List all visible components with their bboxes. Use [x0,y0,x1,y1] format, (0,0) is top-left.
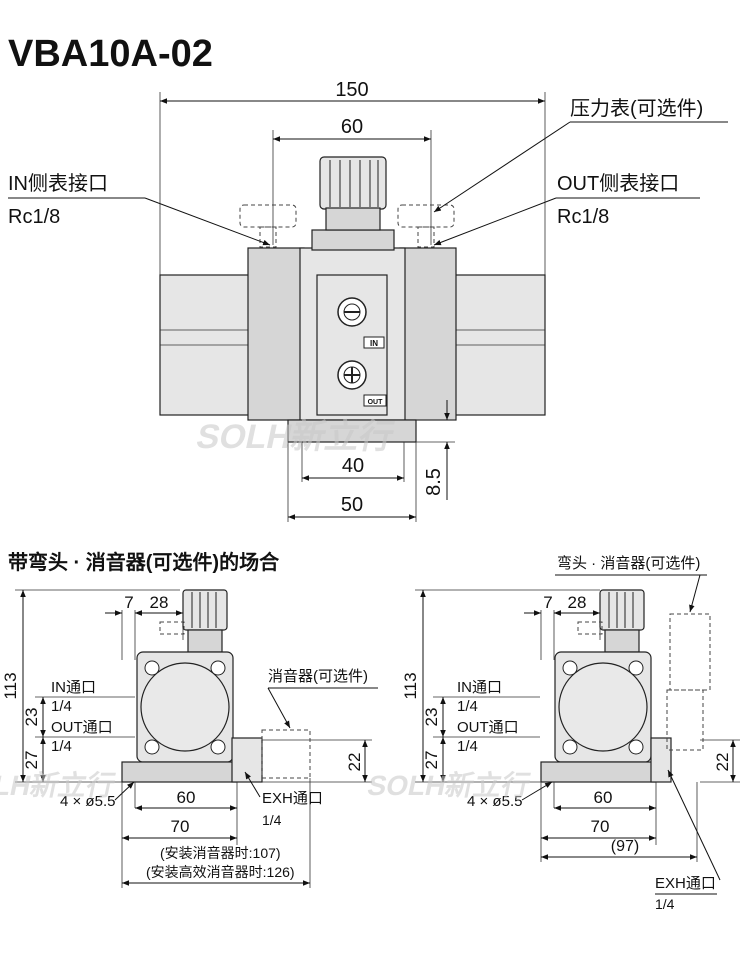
section-title: 带弯头 · 消音器(可选件)的场合 [8,550,280,574]
left-in-size: 1/4 [51,698,72,715]
in-port-label: IN侧表接口 [8,172,108,195]
right-out-size: 1/4 [457,738,478,755]
watermark-left: SOLH新立行 [0,769,118,801]
right-block [399,247,457,421]
gauge-in-dashed [239,204,297,228]
right-exh-size: 1/4 [655,896,675,912]
left-dim-60: 60 [177,788,196,807]
out-port-size: Rc1/8 [557,206,609,228]
out-port-label: OUT侧表接口 [557,172,679,195]
right-dim-97: (97) [611,838,639,855]
left-dim-7: 7 [124,593,133,612]
base-plate [287,419,417,443]
watermark-top: SOLH新立行 [193,418,397,456]
right-elbow [666,689,704,751]
right-silencer [669,613,711,691]
right-holes: 4 × ø5.5 [467,793,522,810]
left-out-size: 1/4 [51,738,72,755]
left-dim-22: 22 [345,753,364,772]
dim-8-5: 8.5 [423,468,445,496]
right-dim-70: 70 [591,817,610,836]
watermark-right: SOLH新立行 [365,769,533,801]
left-in-label: IN通口 [51,679,96,696]
left-silencer [261,729,311,779]
left-out-label: OUT通口 [51,719,113,736]
left-dim-28: 28 [150,593,169,612]
right-side-view: 113 23 27 7 28 22 弯头 · 消音器(可选件) [365,555,740,912]
left-note-2: (安装高效消音器时:126) [146,864,295,880]
dim-40: 40 [342,455,364,477]
left-exh-size: 1/4 [262,812,282,828]
dim-50: 50 [341,494,363,516]
right-dim-28: 28 [568,593,587,612]
left-valve-disc [140,662,230,752]
right-in-label: IN通口 [457,679,502,696]
mark-in: IN [370,339,378,348]
left-block [247,247,305,421]
left-dim-70: 70 [171,817,190,836]
right-elbow-label: 弯头 · 消音器(可选件) [557,555,700,572]
right-in-size: 1/4 [457,698,478,715]
right-dim-27: 27 [422,751,441,770]
right-dim-7: 7 [543,593,552,612]
left-side-view: 113 23 27 7 28 22 消 [0,589,378,888]
right-exh-label: EXH通口 [655,875,716,892]
dim-60: 60 [341,116,363,138]
dim-150: 150 [335,79,368,101]
left-dim-113: 113 [1,672,20,699]
in-port-size: Rc1/8 [8,206,60,228]
right-dim-60: 60 [594,788,613,807]
right-out-label: OUT通口 [457,719,519,736]
left-holes: 4 × ø5.5 [60,793,115,810]
left-note-1: (安装消音器时:107) [160,845,281,861]
top-view: 150 60 [8,79,728,522]
right-dim-113: 113 [401,672,420,699]
left-silencer-label: 消音器(可选件) [268,668,368,685]
left-dim-23: 23 [22,708,41,727]
left-exh-label: EXH通口 [262,790,323,807]
left-dim-27: 27 [22,751,41,770]
right-dim-23: 23 [422,708,441,727]
page-title: VBA10A-02 [8,33,213,75]
right-valve-disc [558,662,648,752]
gauge-label: 压力表(可选件) [570,97,703,120]
right-dim-22: 22 [713,753,732,772]
mark-out: OUT [368,399,384,406]
gauge-out-dashed [397,204,455,228]
